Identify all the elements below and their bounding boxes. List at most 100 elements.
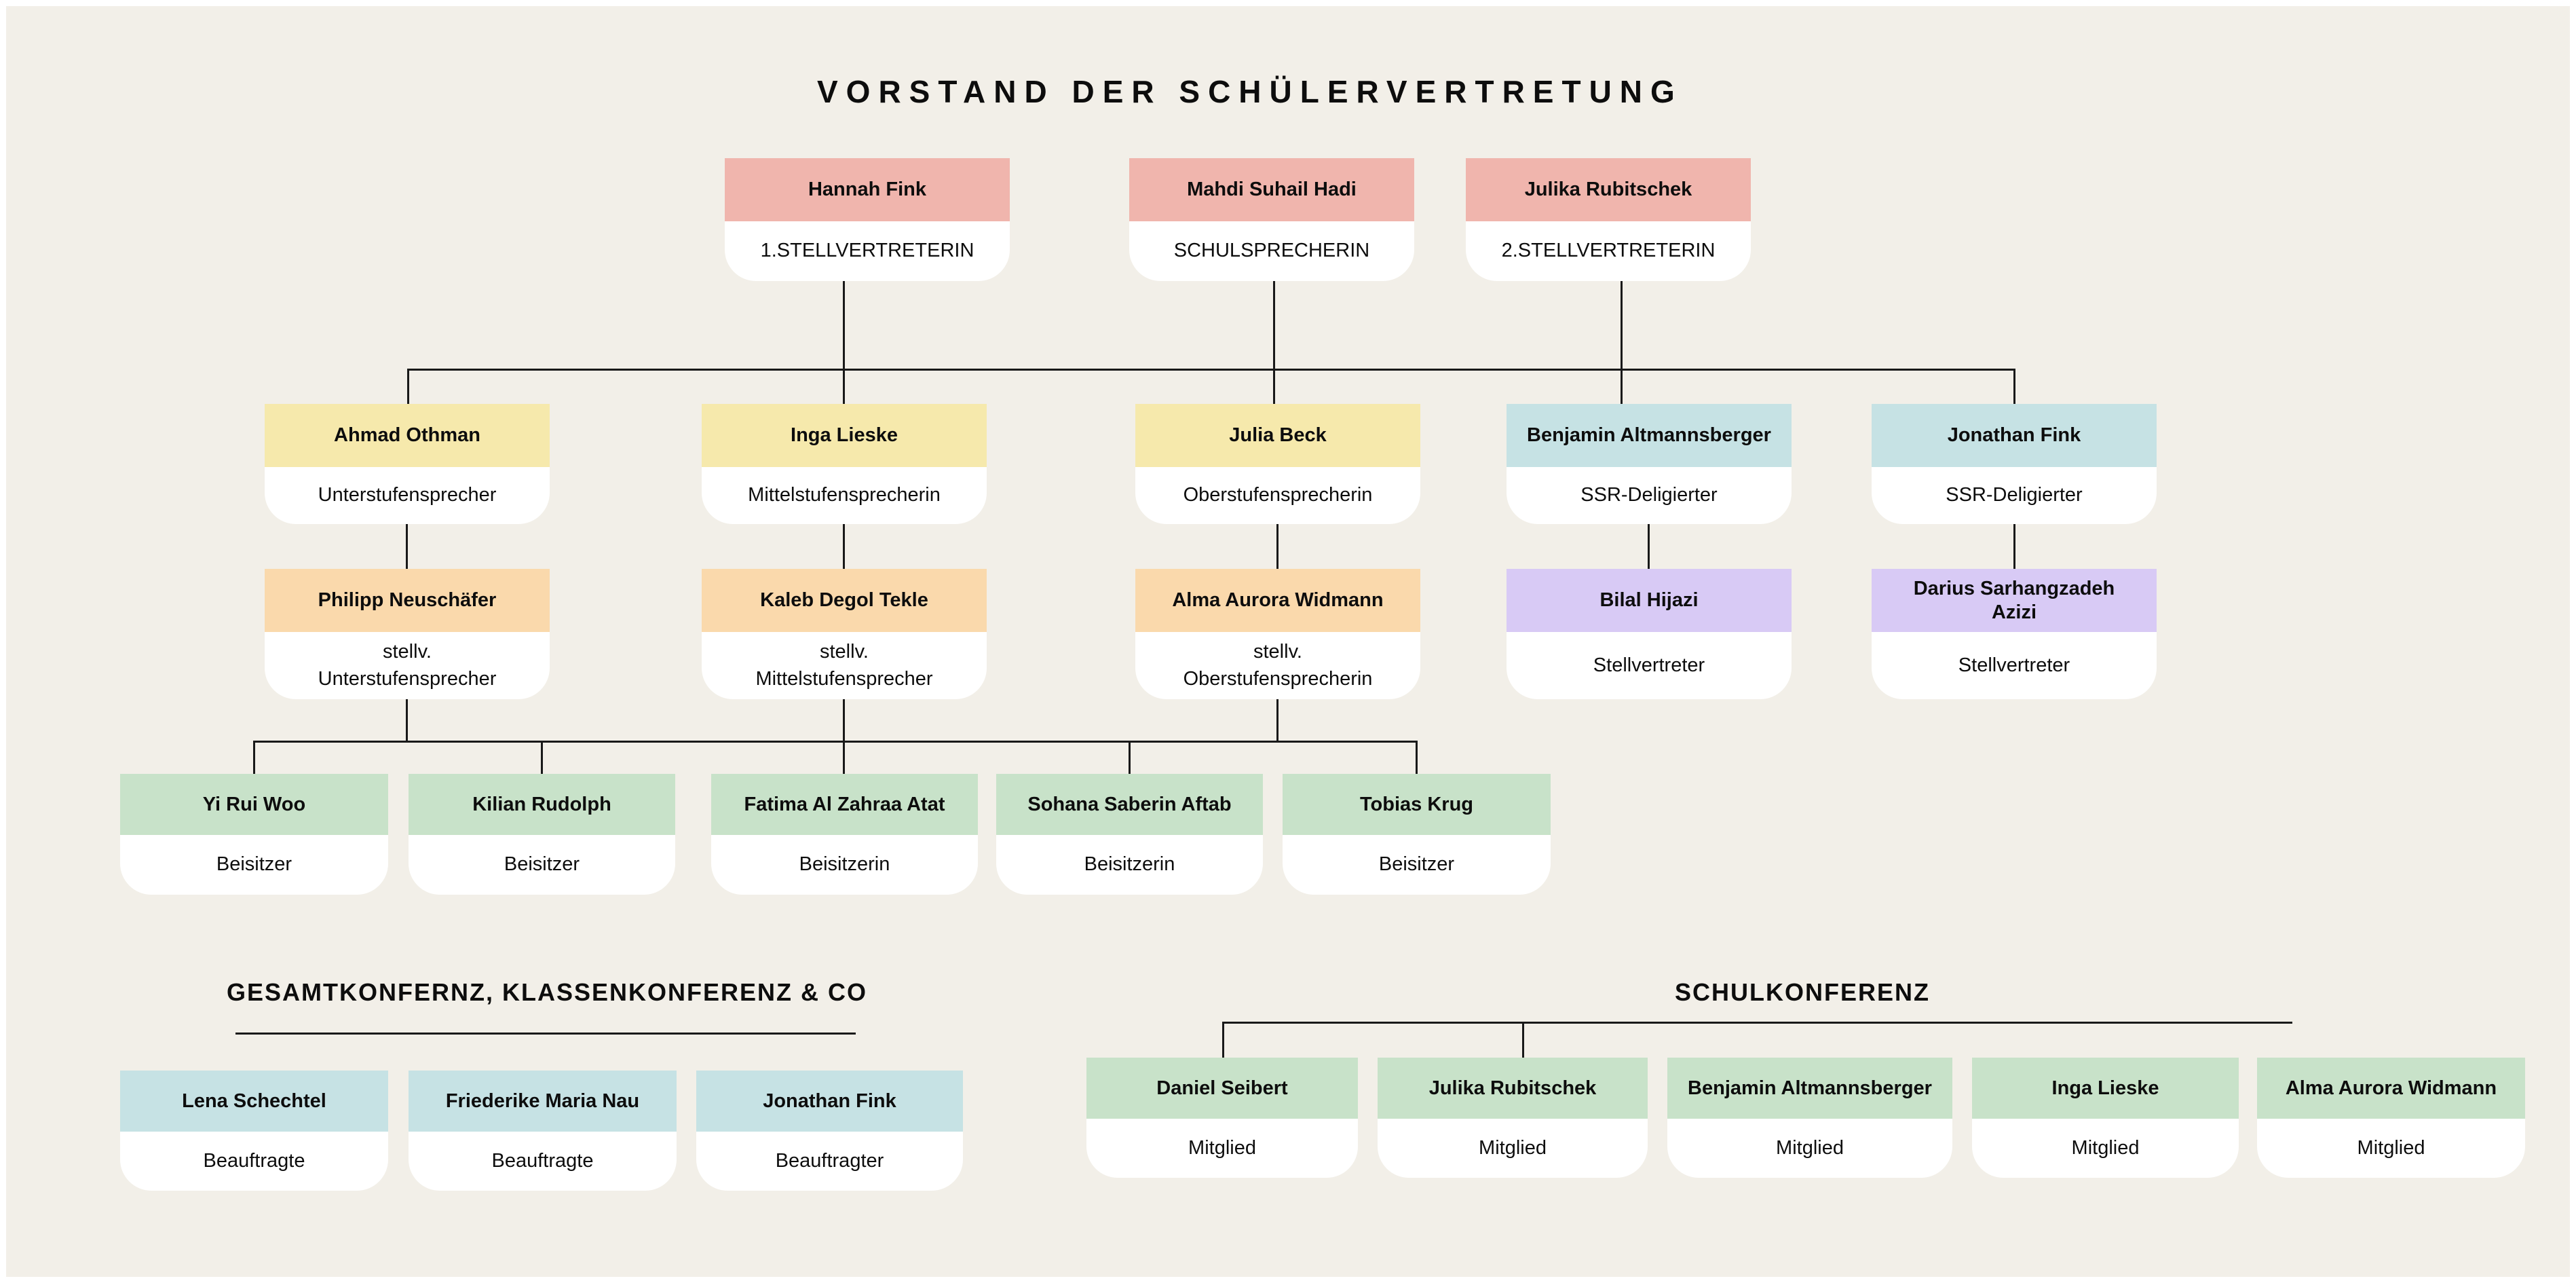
- person-name: Daniel Seibert: [1086, 1058, 1358, 1119]
- connector-stub-fatima: [843, 741, 845, 775]
- person-name: Julia Beck: [1135, 404, 1420, 467]
- connector-v-col1: [406, 524, 408, 569]
- person-role: Beisitzer: [1283, 835, 1551, 895]
- org-card-benjamin-altmannsberger: Benjamin Altmannsberger SSR-Deligierter: [1507, 404, 1792, 524]
- person-name: Benjamin Altmannsberger: [1507, 404, 1792, 467]
- person-role: Beisitzerin: [711, 835, 978, 895]
- org-card-julika-rubitschek: Julika Rubitschek 2.STELLVERTRETERIN: [1466, 158, 1751, 281]
- org-card-tobias-krug: Tobias Krug Beisitzer: [1283, 774, 1551, 895]
- person-role: Mitglied: [1972, 1119, 2239, 1178]
- connector-v-alma: [1276, 699, 1278, 743]
- person-role: SCHULSPRECHERIN: [1129, 221, 1414, 281]
- chart-title: VORSTAND DER SCHÜLERVERTRETUNG: [817, 74, 1683, 109]
- person-role: Stellvertreter: [1872, 632, 2157, 699]
- person-name: Fatima Al Zahraa Atat: [711, 774, 978, 835]
- connector-v-col2: [843, 524, 845, 569]
- person-name: Ahmad Othman: [265, 404, 550, 467]
- person-role: Unterstufensprecher: [265, 467, 550, 524]
- org-card-kilian-rudolph: Kilian Rudolph Beisitzer: [409, 774, 675, 895]
- person-name: Tobias Krug: [1283, 774, 1551, 835]
- connector-v-philipp: [406, 699, 408, 743]
- org-card-alma-aurora-widmann: Alma Aurora Widmann stellv. Oberstufensp…: [1135, 569, 1420, 699]
- connector-v-hannah-inga: [843, 281, 845, 405]
- person-name: Bilal Hijazi: [1507, 569, 1792, 632]
- person-role: Mitglied: [2257, 1119, 2525, 1178]
- org-card-inga-lieske: Inga Lieske Mittelstufensprecherin: [702, 404, 987, 524]
- person-name: Kaleb Degol Tekle: [702, 569, 987, 632]
- connector-v-mahdi-julia: [1273, 281, 1275, 405]
- person-name: Inga Lieske: [702, 404, 987, 467]
- connector-stub-yi: [253, 741, 255, 775]
- person-role: Mittelstufensprecherin: [702, 467, 987, 524]
- person-role: Beisitzer: [409, 835, 675, 895]
- person-role: Beisitzerin: [996, 835, 1263, 895]
- org-card-fatima-al-zahraa-atat: Fatima Al Zahraa Atat Beisitzerin: [711, 774, 978, 895]
- org-card-alma-aurora-widmann-mitglied: Alma Aurora Widmann Mitglied: [2257, 1058, 2525, 1178]
- section-heading-schulkonferenz: SCHULKONFERENZ: [1675, 978, 1930, 1006]
- connector-h-row4: [253, 741, 1418, 743]
- org-card-jonathan-fink-ssr: Jonathan Fink SSR-Deligierter: [1872, 404, 2157, 524]
- org-card-lena-schechtel: Lena Schechtel Beauftragte: [120, 1071, 388, 1191]
- connector-stub-julika-mitglied: [1522, 1022, 1524, 1058]
- org-card-mahdi-suhail-hadi: Mahdi Suhail Hadi SCHULSPRECHERIN: [1129, 158, 1414, 281]
- person-role: Beisitzer: [120, 835, 388, 895]
- person-role: SSR-Deligierter: [1507, 467, 1792, 524]
- person-role: Beauftragte: [409, 1132, 677, 1191]
- person-name: Kilian Rudolph: [409, 774, 675, 835]
- person-name: Philipp Neuschäfer: [265, 569, 550, 632]
- connector-stub-jonathan: [2013, 369, 2015, 405]
- org-card-bilal-hijazi: Bilal Hijazi Stellvertreter: [1507, 569, 1792, 699]
- person-role: 1.STELLVERTRETERIN: [725, 221, 1010, 281]
- connector-h-schulkonferenz: [1222, 1022, 2292, 1024]
- connector-v-col5: [2013, 524, 2015, 569]
- person-role: stellv. Mittelstufensprecher: [702, 632, 987, 699]
- section-underline-gesamtkonferenz: [235, 1033, 856, 1035]
- connector-v-kaleb: [843, 699, 845, 743]
- org-card-friederike-maria-nau: Friederike Maria Nau Beauftragte: [409, 1071, 677, 1191]
- person-name: Friederike Maria Nau: [409, 1071, 677, 1132]
- org-card-julika-rubitschek-mitglied: Julika Rubitschek Mitglied: [1378, 1058, 1648, 1178]
- person-role: SSR-Deligierter: [1872, 467, 2157, 524]
- person-role: Beauftragte: [120, 1132, 388, 1191]
- person-name: Sohana Saberin Aftab: [996, 774, 1263, 835]
- person-name: Hannah Fink: [725, 158, 1010, 221]
- person-role: Mitglied: [1086, 1119, 1358, 1178]
- connector-h-row2: [407, 369, 2015, 371]
- person-name: Benjamin Altmannsberger: [1667, 1058, 1952, 1119]
- person-name: Mahdi Suhail Hadi: [1129, 158, 1414, 221]
- person-role: stellv. Unterstufensprecher: [265, 632, 550, 699]
- org-card-benjamin-altmannsberger-mitglied: Benjamin Altmannsberger Mitglied: [1667, 1058, 1952, 1178]
- person-name: Yi Rui Woo: [120, 774, 388, 835]
- person-role: Mitglied: [1667, 1119, 1952, 1178]
- org-card-kaleb-degol-tekle: Kaleb Degol Tekle stellv. Mittelstufensp…: [702, 569, 987, 699]
- person-role: Stellvertreter: [1507, 632, 1792, 699]
- org-card-yi-rui-woo: Yi Rui Woo Beisitzer: [120, 774, 388, 895]
- connector-stub-sohana: [1129, 741, 1131, 775]
- connector-v-col4: [1648, 524, 1650, 569]
- connector-v-julika-benjamin: [1621, 281, 1623, 405]
- person-name: Julika Rubitschek: [1466, 158, 1751, 221]
- person-role: Oberstufensprecherin: [1135, 467, 1420, 524]
- person-name: Alma Aurora Widmann: [1135, 569, 1420, 632]
- org-card-julia-beck: Julia Beck Oberstufensprecherin: [1135, 404, 1420, 524]
- connector-stub-ahmad: [407, 369, 409, 405]
- person-name: Jonathan Fink: [1872, 404, 2157, 467]
- person-name: Darius Sarhangzadeh Azizi: [1872, 569, 2157, 632]
- org-card-philipp-neuschaefer: Philipp Neuschäfer stellv. Unterstufensp…: [265, 569, 550, 699]
- person-role: Mitglied: [1378, 1119, 1648, 1178]
- org-card-daniel-seibert: Daniel Seibert Mitglied: [1086, 1058, 1358, 1178]
- person-name: Alma Aurora Widmann: [2257, 1058, 2525, 1119]
- person-name: Inga Lieske: [1972, 1058, 2239, 1119]
- person-role: stellv. Oberstufensprecherin: [1135, 632, 1420, 699]
- person-role: Beauftragter: [696, 1132, 963, 1191]
- org-card-inga-lieske-mitglied: Inga Lieske Mitglied: [1972, 1058, 2239, 1178]
- org-card-ahmad-othman: Ahmad Othman Unterstufensprecher: [265, 404, 550, 524]
- connector-v-col3: [1276, 524, 1278, 569]
- org-card-sohana-saberin-aftab: Sohana Saberin Aftab Beisitzerin: [996, 774, 1263, 895]
- section-heading-gesamtkonferenz: GESAMTKONFERNZ, KLASSENKONFERENZ & CO: [226, 978, 867, 1006]
- person-name: Julika Rubitschek: [1378, 1058, 1648, 1119]
- person-name: Lena Schechtel: [120, 1071, 388, 1132]
- org-card-jonathan-fink-beauftragter: Jonathan Fink Beauftragter: [696, 1071, 963, 1191]
- org-card-darius-sarhangzadeh-azizi: Darius Sarhangzadeh Azizi Stellvertreter: [1872, 569, 2157, 699]
